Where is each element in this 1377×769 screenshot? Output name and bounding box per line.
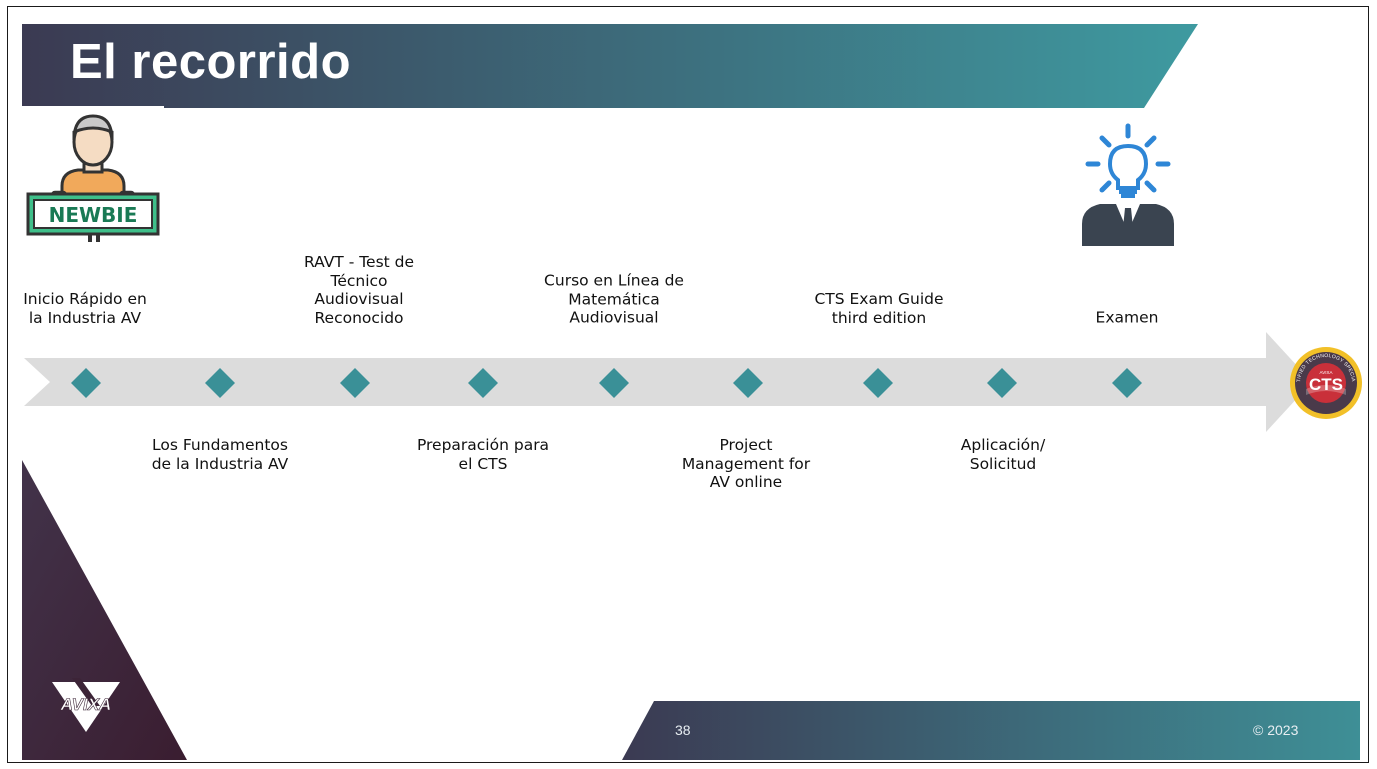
slide-title: El recorrido xyxy=(70,35,352,89)
copyright: © 2023 xyxy=(1253,722,1299,738)
avixa-logo: AVIXA xyxy=(52,678,120,732)
milestone-marker xyxy=(205,368,235,398)
lightbulb-businessman-icon xyxy=(1082,123,1174,246)
milestone-marker xyxy=(599,368,629,398)
newbie-sign-text: NEWBIE xyxy=(49,203,138,227)
title-banner xyxy=(22,24,1198,108)
step-label: Los Fundamentos de la Industria AV xyxy=(151,436,289,473)
footer-bar xyxy=(622,701,1360,760)
milestone-marker xyxy=(1112,368,1142,398)
milestone-marker xyxy=(733,368,763,398)
step-label: Examen xyxy=(1095,308,1159,327)
milestone-marker xyxy=(340,368,370,398)
cts-badge: CTS AVIXA CERTIFIED TECHNOLOGY SPECIALIS… xyxy=(1288,345,1362,419)
step-label: Inicio Rápido en la Industria AV xyxy=(23,290,147,327)
milestone-marker xyxy=(987,368,1017,398)
timeline-markers xyxy=(71,368,1142,398)
step-label: Project Management for AV online xyxy=(681,436,811,491)
page-number: 38 xyxy=(675,722,691,738)
cts-badge-text: CTS xyxy=(1309,375,1343,394)
newbie-person-icon: NEWBIE xyxy=(22,106,164,242)
timeline-arrow xyxy=(24,332,1312,432)
cts-badge-brand: AVIXA xyxy=(1320,370,1333,375)
milestone-marker xyxy=(71,368,101,398)
milestone-marker xyxy=(863,368,893,398)
step-label: Curso en Línea de Matemática Audiovisual xyxy=(544,271,684,327)
milestone-marker xyxy=(468,368,498,398)
step-label: Aplicación/ Solicitud xyxy=(960,436,1046,473)
step-label: Preparación para el CTS xyxy=(416,436,550,473)
avixa-logo-text: AVIXA xyxy=(60,695,112,714)
step-label: RAVT - Test de Técnico Audiovisual Recon… xyxy=(303,253,415,327)
step-label: CTS Exam Guide third edition xyxy=(814,290,944,327)
